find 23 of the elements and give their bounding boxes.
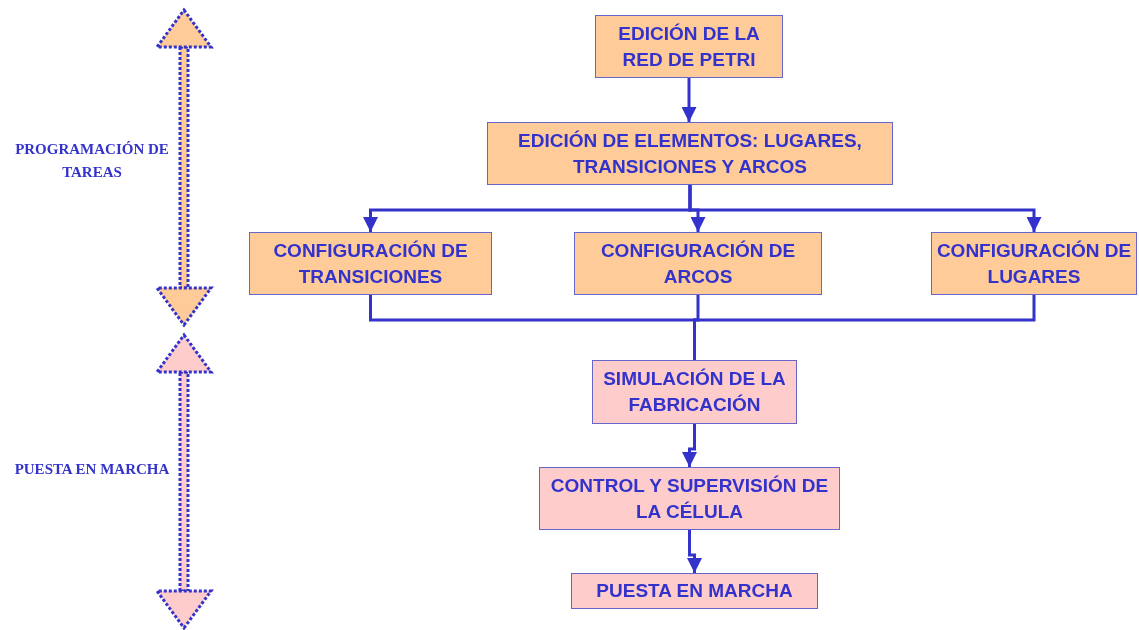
box-label: EDICIÓN DE ELEMENTOS: LUGARES, TRANSICIONES Y ARCOS — [517, 128, 863, 179]
box-label: CONFIGURACIÓN DE LUGARES — [935, 238, 1133, 289]
box-label: PUESTA EN MARCHA — [596, 579, 793, 604]
process-box — [571, 573, 818, 609]
arrow — [687, 530, 702, 573]
process-box — [249, 232, 492, 295]
box-label: CONFIGURACIÓN DE ARCOS — [599, 238, 797, 289]
box-label: CONFIGURACIÓN DE TRANSICIONES — [272, 238, 469, 289]
process-box — [539, 467, 840, 530]
box-label: SIMULACIÓN DE LA FABRICACIÓN — [602, 367, 787, 417]
arrow — [682, 424, 697, 467]
process-box — [931, 232, 1137, 295]
box-label: EDICIÓN DE LA RED DE PETRI — [617, 21, 761, 72]
arrow — [688, 185, 1042, 232]
phase-label: PUESTA EN MARCHA — [13, 460, 171, 479]
connector-line — [693, 295, 1036, 360]
arrow — [681, 78, 697, 122]
phase-label: PROGRAMACIÓN DE TAREAS — [14, 140, 170, 182]
process-box — [574, 232, 822, 295]
process-box — [592, 360, 797, 424]
process-box — [595, 15, 783, 78]
box-label: CONTROL Y SUPERVISIÓN DE LA CÉLULA — [549, 473, 830, 524]
process-box — [487, 122, 893, 185]
